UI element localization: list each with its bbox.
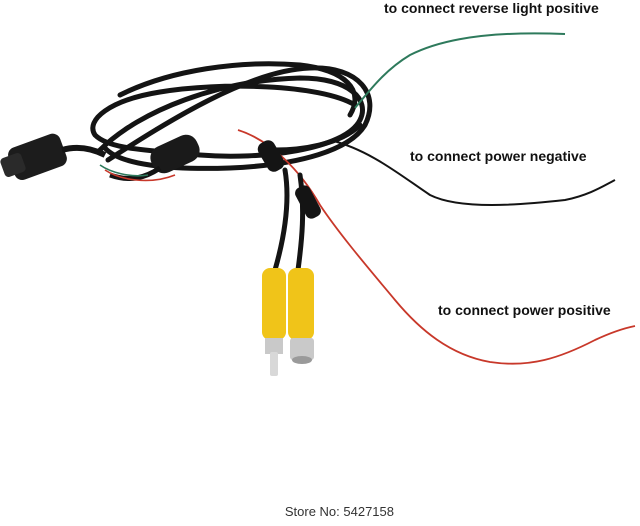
- aviation-connector: [0, 133, 107, 180]
- green-wire: [354, 32, 566, 109]
- rca-female-plug: [288, 268, 314, 364]
- power-positive-label: to connect power positive: [438, 302, 611, 318]
- power-negative-label: to connect power negative: [410, 148, 587, 164]
- store-watermark: Store No: 5427158: [284, 504, 394, 519]
- rca-cables: [272, 167, 306, 273]
- reverse-light-label: to connect reverse light positive: [384, 0, 599, 16]
- cable-splitter: [99, 134, 200, 182]
- cable-coil: [90, 61, 373, 171]
- rca-male-plug: [262, 268, 286, 376]
- black-wire: [329, 139, 616, 206]
